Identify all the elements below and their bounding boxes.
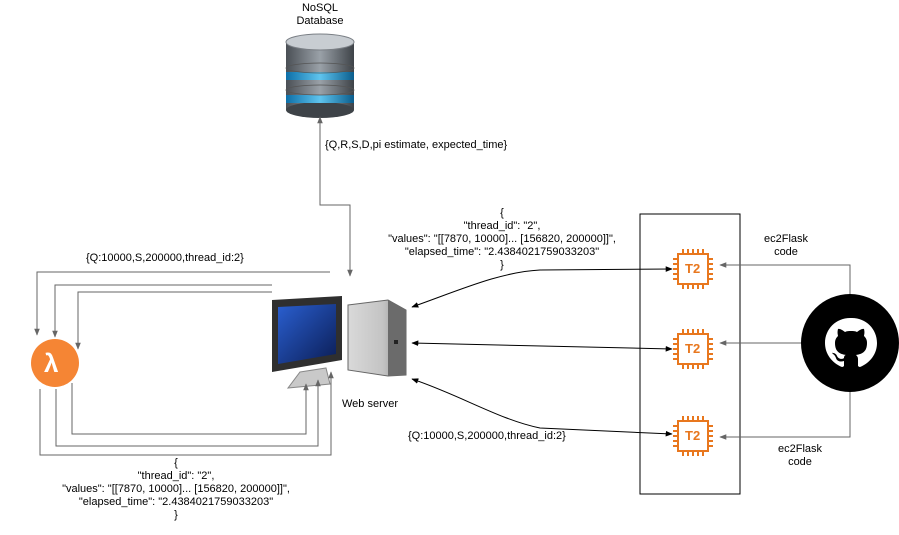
- json-line: {: [500, 207, 504, 219]
- database-label: NoSQL Database: [290, 2, 350, 28]
- request-label-ec2: {Q:10000,S,200000,thread_id:2}: [408, 430, 566, 442]
- json-line: "thread_id": "2",: [463, 220, 541, 232]
- ec2-instance-label: T2: [685, 341, 701, 356]
- code-label-line: code: [788, 456, 812, 468]
- ec2-instance-label: T2: [685, 261, 701, 276]
- code-label-line: ec2Flask: [763, 233, 809, 245]
- desktop-computer-icon: [272, 296, 407, 389]
- json-line: "elapsed_time": "2.4384021759033203": [78, 496, 274, 508]
- ec2flask-code-label-bottom: ec2Flask code: [770, 443, 830, 469]
- db-webserver-connector: [317, 116, 353, 277]
- ec2-chip-icon: [673, 329, 713, 369]
- json-line: "thread_id": "2",: [137, 470, 215, 482]
- json-line: }: [174, 509, 178, 521]
- json-line: "values": "[[7870, 10000]... [156820, 20…: [388, 233, 616, 245]
- request-label-lambda: {Q:10000,S,200000,thread_id:2}: [86, 252, 244, 264]
- aws-lambda-icon: [31, 339, 79, 387]
- code-label-line: code: [774, 246, 798, 258]
- webserver-ec2-connectors: [411, 266, 673, 437]
- database-label-line: Database: [296, 15, 344, 27]
- json-line: }: [500, 259, 504, 271]
- ec2-chip-icon: [673, 249, 713, 289]
- ec2-chip-icon: [673, 416, 713, 456]
- json-line: "values": "[[7870, 10000]... [156820, 20…: [62, 483, 290, 495]
- json-line: "elapsed_time": "2.4384021759033203": [404, 246, 600, 258]
- database-icon: [285, 33, 355, 118]
- github-icon: [801, 294, 899, 392]
- ec2flask-code-label-top: ec2Flask code: [756, 233, 816, 259]
- github-ec2-connectors: [719, 262, 851, 440]
- db-data-label: {Q,R,S,D,pi estimate, expected_time}: [325, 139, 508, 151]
- webserver-lambda-connectors: [34, 271, 334, 456]
- response-json-bottom: { "thread_id": "2", "values": "[[7870, 1…: [44, 457, 308, 522]
- ec2-group-box: [639, 213, 741, 495]
- database-label-line: NoSQL: [301, 2, 339, 14]
- lambda-glyph: λ: [44, 348, 59, 378]
- code-label-line: ec2Flask: [777, 443, 823, 455]
- response-json-top: { "thread_id": "2", "values": "[[7870, 1…: [370, 207, 634, 272]
- ec2-instance-label: T2: [685, 428, 701, 443]
- json-line: {: [174, 457, 178, 469]
- webserver-label: Web server: [342, 398, 399, 410]
